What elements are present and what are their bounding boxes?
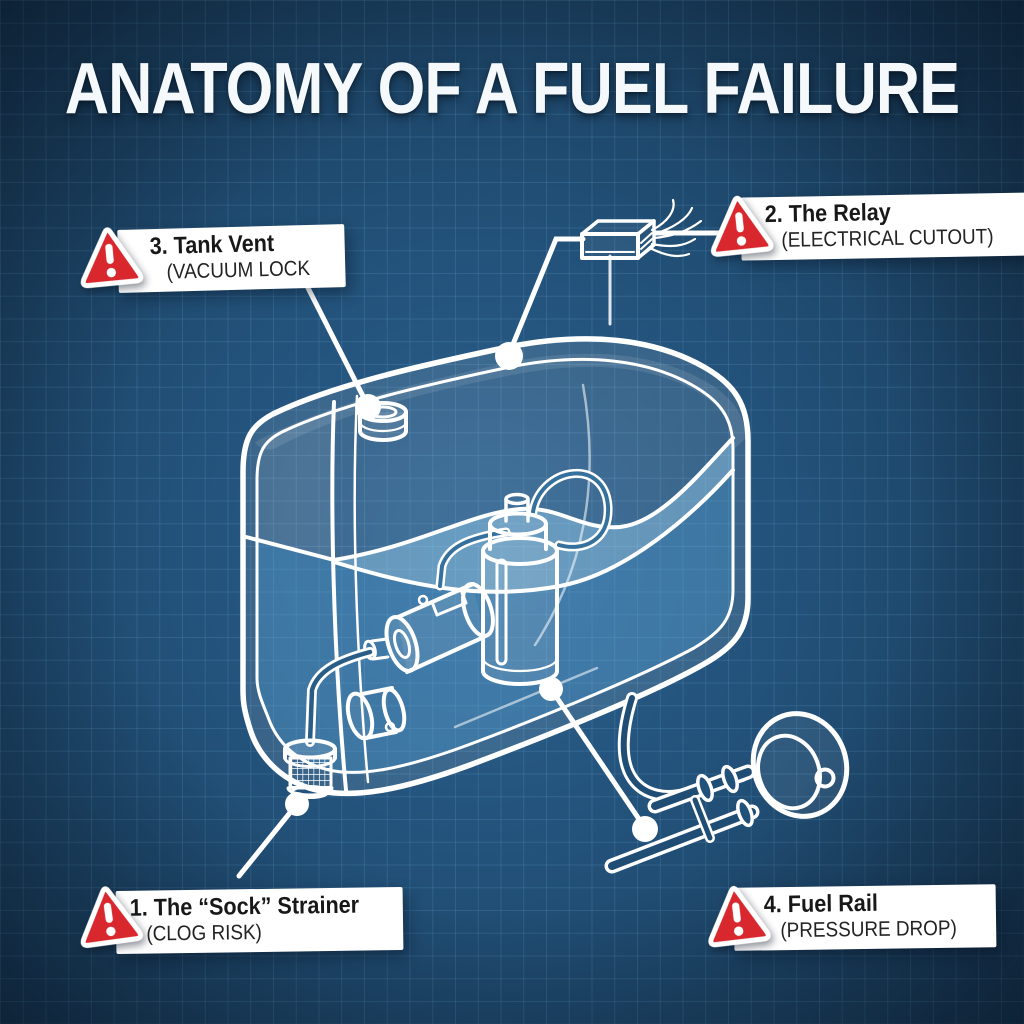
- fuel-below-fill: [257, 470, 733, 773]
- callout-heading: 2. The Relay: [764, 198, 892, 229]
- callout-subheading: (CLOG RISK): [146, 920, 263, 946]
- warning-icon: [710, 195, 774, 257]
- dot-pump-outlet: [539, 677, 563, 701]
- callout-subheading: (PRESSURE DROP): [780, 916, 957, 943]
- callout-heading: 3. Tank Vent: [149, 229, 275, 261]
- warning-icon: [708, 886, 771, 948]
- tank-front-left-edge-inner: [353, 394, 370, 784]
- callout-relay: 2. The Relay (ELECTRICAL CUTOUT): [710, 192, 1024, 261]
- fuel-level-back-line: [244, 436, 735, 562]
- callout-heading: 4. Fuel Rail: [763, 889, 879, 919]
- fuel-level-front-line: [332, 468, 735, 594]
- callout-box: 3. Tank Vent (VACUUM LOCK: [117, 224, 347, 293]
- tank-front-left-edge: [330, 400, 348, 792]
- callout-tank-vent: 3. Tank Vent (VACUUM LOCK: [80, 224, 347, 293]
- callout-subheading: (VACUUM LOCK: [166, 256, 311, 284]
- flange-bolt-hole: [814, 767, 836, 789]
- fuel-filter: [363, 582, 495, 674]
- leader-dots: [285, 342, 658, 842]
- dot-tank-top: [495, 342, 523, 370]
- tank-inner-detail-line: [453, 666, 599, 729]
- callout-fuel-rail: 4. Fuel Rail (PRESSURE DROP): [708, 884, 997, 951]
- fuel-lines: [604, 692, 760, 874]
- sock-strainer: [283, 647, 375, 799]
- fuel-rail-flange: [750, 711, 850, 819]
- leader-tank-vent: [302, 279, 371, 409]
- page-title: ANATOMY OF A FUEL FAILURE: [64, 49, 960, 129]
- warning-icon: [80, 886, 144, 948]
- tank-top-face: [255, 353, 746, 450]
- leader-sock-strainer: [236, 801, 300, 879]
- dot-tank-vent: [355, 394, 381, 420]
- callout-subheading: (ELECTRICAL CUTOUT): [781, 225, 994, 252]
- callout-box: 2. The Relay (ELECTRICAL CUTOUT): [740, 192, 1024, 261]
- leader-fuel-rail: [548, 686, 648, 831]
- fuel-rail-fittings: [696, 764, 754, 828]
- dot-fuel-rail: [632, 816, 658, 842]
- callout-box: 1. The “Sock” Strainer (CLOG RISK): [115, 887, 404, 954]
- tank-left-face: [257, 408, 334, 560]
- fuel-rail: [750, 711, 850, 819]
- tank-fitting-plug: [345, 686, 407, 741]
- dot-sock-strainer: [285, 792, 309, 816]
- relay: [580, 198, 703, 260]
- leader-relay-to-tank: [506, 236, 586, 357]
- callout-sock-strainer: 1. The “Sock” Strainer (CLOG RISK): [80, 886, 404, 954]
- tank-reflection-line: [533, 383, 591, 647]
- relay-wires: [648, 198, 703, 258]
- fuel-pump-module: [435, 468, 613, 686]
- callout-heading: 1. The “Sock” Strainer: [129, 891, 360, 922]
- warning-icon: [80, 227, 144, 289]
